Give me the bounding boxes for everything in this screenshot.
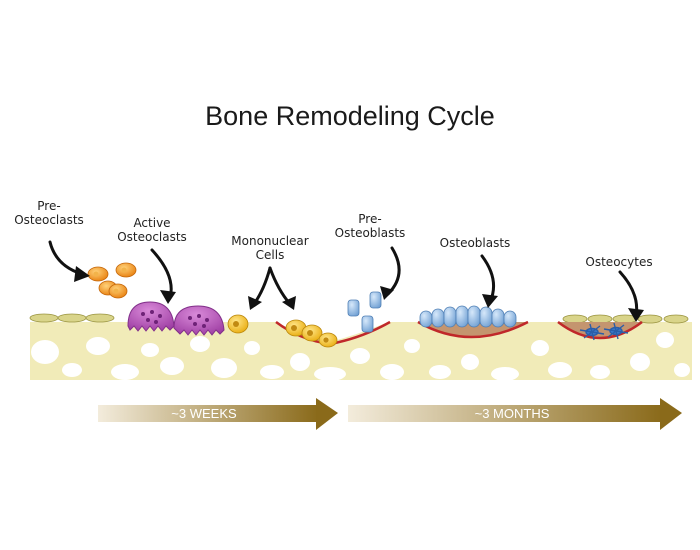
label-osteocytes: Osteocytes <box>585 255 653 269</box>
timeline-arrow-weeks: ~3 WEEKS <box>98 398 338 430</box>
mononuclear-cells <box>227 314 338 348</box>
label-active-osteoclasts-line1: Active <box>133 216 171 230</box>
diagram-title: Bone Remodeling Cycle <box>205 101 495 131</box>
bone-marrow-spaces <box>31 332 690 381</box>
osteoblast-cells <box>419 305 517 328</box>
lining-cells-left <box>29 313 115 323</box>
active-osteoclast-cells <box>127 301 225 336</box>
osteoblast-site <box>417 305 529 339</box>
label-active-osteoclasts-line2: Osteoclasts <box>117 230 187 244</box>
label-mononuclear-cells-line1: Mononuclear <box>231 234 309 248</box>
pre-osteoclast-cells <box>87 262 137 299</box>
label-pre-osteoclasts-line1: Pre- <box>37 199 61 213</box>
timeline-months-label: ~3 MONTHS <box>475 406 550 421</box>
label-pre-osteoblasts-line2: Osteoblasts <box>334 226 406 240</box>
label-pre-osteoclasts-line2: Osteoclasts <box>14 213 84 227</box>
label-pre-osteoclasts: Pre- Osteoclasts <box>8 199 90 227</box>
label-mononuclear-cells: Mononuclear Cells <box>224 234 316 262</box>
lining-cells-right <box>562 314 689 324</box>
label-active-osteoclasts: Active Osteoclasts <box>108 216 196 244</box>
timeline-arrow-months: ~3 MONTHS <box>348 398 682 430</box>
label-mononuclear-cells-line2: Cells <box>255 248 285 262</box>
pre-osteoblast-cells <box>347 291 382 333</box>
osteocyte-site <box>557 321 643 341</box>
osteocyte-cells <box>579 322 629 341</box>
bone-matrix <box>30 322 692 381</box>
label-pre-osteoblasts-line1: Pre- <box>358 212 382 226</box>
pointer-arrowheads <box>74 266 644 322</box>
label-pre-osteoblasts: Pre- Osteoblasts <box>326 212 414 240</box>
label-osteoblasts: Osteoblasts <box>439 236 511 250</box>
timeline-weeks-label: ~3 WEEKS <box>171 406 237 421</box>
